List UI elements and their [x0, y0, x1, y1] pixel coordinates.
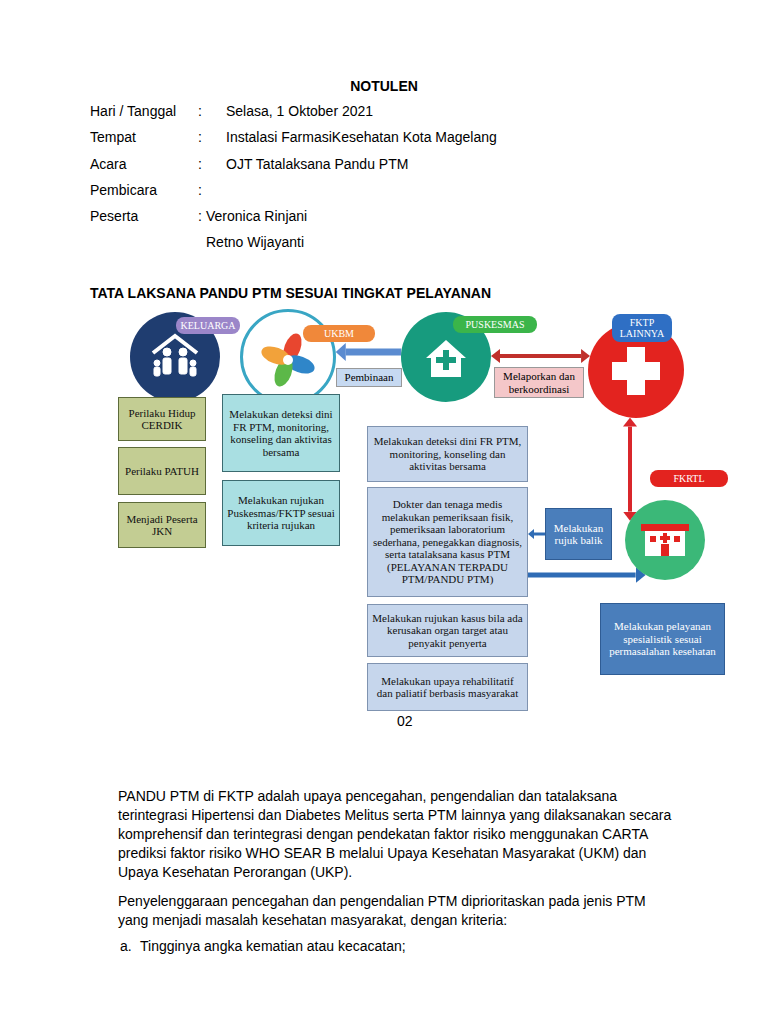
box-text: Melakukan rujuk balik [550, 522, 607, 547]
box-text: Menjadi Peserta JKN [123, 513, 201, 538]
level-tab: PUSKESMAS [453, 316, 537, 333]
header-field: Instalasi FarmasiKesehatan Kota Magelang [226, 128, 497, 146]
box-text: Melakukan rujukan Puskesmas/FKTP sesuai … [227, 494, 335, 532]
process-box: Melakukan rujukan kasus bila ada kerusak… [367, 604, 528, 657]
level-circle: PUSKESMAS [401, 312, 491, 402]
header-field: 02 [397, 712, 413, 730]
level-tab: FKRTL [650, 470, 728, 487]
header-field: : [198, 102, 202, 120]
box-text: Melakukan rujukan kasus bila ada kerusak… [372, 612, 523, 650]
header-field: : [198, 181, 202, 199]
connector-label: Melaporkan dan berkoordinasi [494, 367, 584, 398]
header-field: : [198, 155, 202, 173]
process-box: Melakukan upaya rehabilitatif dan paliat… [367, 663, 528, 711]
header-field: Tingginya angka kematian atau kecacatan; [140, 937, 406, 955]
connector-label: Pembinaan [336, 368, 402, 387]
cross-icon [612, 347, 660, 395]
level-circle: FKRTL [625, 500, 705, 580]
document-heading: NOTULEN [350, 77, 418, 95]
level-tab: FKTP LAINNYA [612, 314, 672, 342]
process-box: Dokter dan tenaga medis melakukan pemeri… [367, 487, 528, 597]
paragraph: PANDU PTM di FKTP adalah upaya pencegaha… [118, 787, 675, 882]
level-tab: UKBM [303, 325, 375, 342]
health-house-icon [426, 340, 466, 377]
connector-arrow [346, 349, 402, 356]
level-circle: UKBM [240, 309, 336, 405]
header-field: Tempat [90, 128, 136, 146]
process-box: Perilaku PATUH [118, 447, 206, 495]
connector-arrow [528, 573, 636, 578]
box-text: Perilaku PATUH [125, 465, 199, 478]
header-field: Selasa, 1 Oktober 2021 [226, 102, 373, 120]
connector-arrow [500, 354, 581, 358]
process-box: Melakukan rujukan Puskesmas/FKTP sesuai … [222, 480, 340, 546]
family-icon [153, 336, 197, 376]
connector-arrow [628, 427, 632, 512]
header-field: Veronica Rinjani [206, 207, 307, 225]
process-box: Perilaku Hidup CERDIK [118, 397, 206, 441]
box-text: Melakukan deteksi dini FR PTM, monitorin… [372, 435, 523, 473]
process-box: Menjadi Peserta JKN [118, 502, 206, 548]
process-box: Melakukan rujuk balik [545, 508, 612, 560]
diagram-title: TATA LAKSANA PANDU PTM SESUAI TINGKAT PE… [90, 284, 491, 302]
box-text: Melakukan deteksi dini FR PTM, monitorin… [227, 408, 335, 458]
box-text: Dokter dan tenaga medis melakukan pemeri… [372, 498, 523, 586]
hands-icon [259, 331, 317, 389]
paragraph: Penyelenggaraan pencegahan dan pengendal… [118, 892, 675, 930]
process-box: Melakukan pelayanan spesialistik sesuai … [600, 603, 725, 675]
header-field: Pembicara [90, 181, 157, 199]
process-box: Melakukan deteksi dini FR PTM, monitorin… [222, 394, 340, 472]
header-field: Retno Wijayanti [206, 233, 304, 251]
header-field: Acara [90, 155, 127, 173]
level-circle: KELUARGA [130, 312, 220, 402]
header-field: a. [120, 937, 132, 955]
box-text: Melakukan upaya rehabilitatif dan paliat… [372, 675, 523, 700]
connector-arrow [534, 533, 545, 536]
box-text: Melakukan pelayanan spesialistik sesuai … [605, 620, 720, 658]
box-text: Perilaku Hidup CERDIK [123, 407, 201, 432]
header-field: OJT Tatalaksana Pandu PTM [226, 155, 408, 173]
process-box: Melakukan deteksi dini FR PTM, monitorin… [367, 426, 528, 482]
hospital-icon [641, 524, 689, 556]
header-field: : [198, 207, 202, 225]
level-tab: KELUARGA [176, 317, 240, 334]
level-circle: FKTP LAINNYA [588, 322, 684, 418]
header-field: Hari / Tanggal [90, 102, 176, 120]
header-field: Peserta [90, 207, 138, 225]
header-field: : [198, 128, 202, 146]
